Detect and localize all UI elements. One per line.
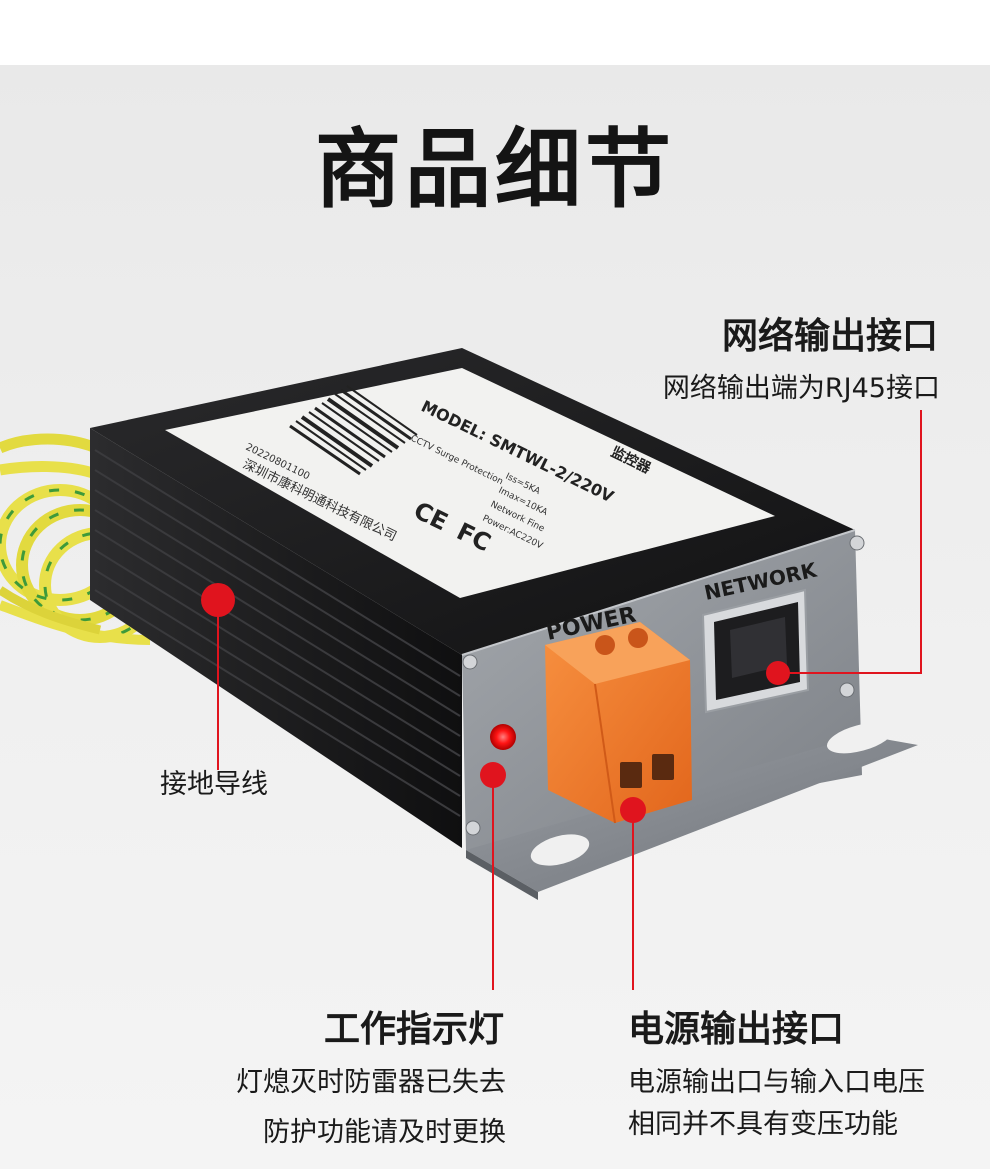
ground-marker [201,583,235,617]
indicator-callout-title: 工作指示灯 [323,1009,504,1050]
network-callout-desc: 网络输出端为RJ45接口 [662,373,940,404]
callout-leaders [217,410,922,990]
power-callout-line-1: 电源输出口与输入口电压 [628,1067,925,1098]
power-terminal-block [545,622,692,824]
power-marker [620,797,646,823]
ground-callout-title: 接地导线 [160,769,268,800]
top-margin [0,0,990,65]
housing-ribs [94,449,461,817]
flange-hole-right [826,722,894,754]
network-marker [766,661,790,685]
indicator-led [490,724,516,750]
faceplate-screws [462,535,865,836]
barcode [289,385,418,476]
callout-markers [201,583,790,823]
housing-side [90,428,462,848]
indicator-callout-line-2: 防护功能请及时更换 [263,1117,506,1148]
flange-hole-left [530,834,590,866]
indicator-callout-line-1: 灯熄灭时防雷器已失去 [236,1067,506,1098]
network-callout-title: 网络输出接口 [721,316,938,357]
page-title: 商品细节 [315,120,675,220]
power-callout-title: 电源输出接口 [628,1009,845,1050]
indicator-marker [480,762,506,788]
power-callout-line-2: 相同并不具有变压功能 [628,1109,898,1140]
